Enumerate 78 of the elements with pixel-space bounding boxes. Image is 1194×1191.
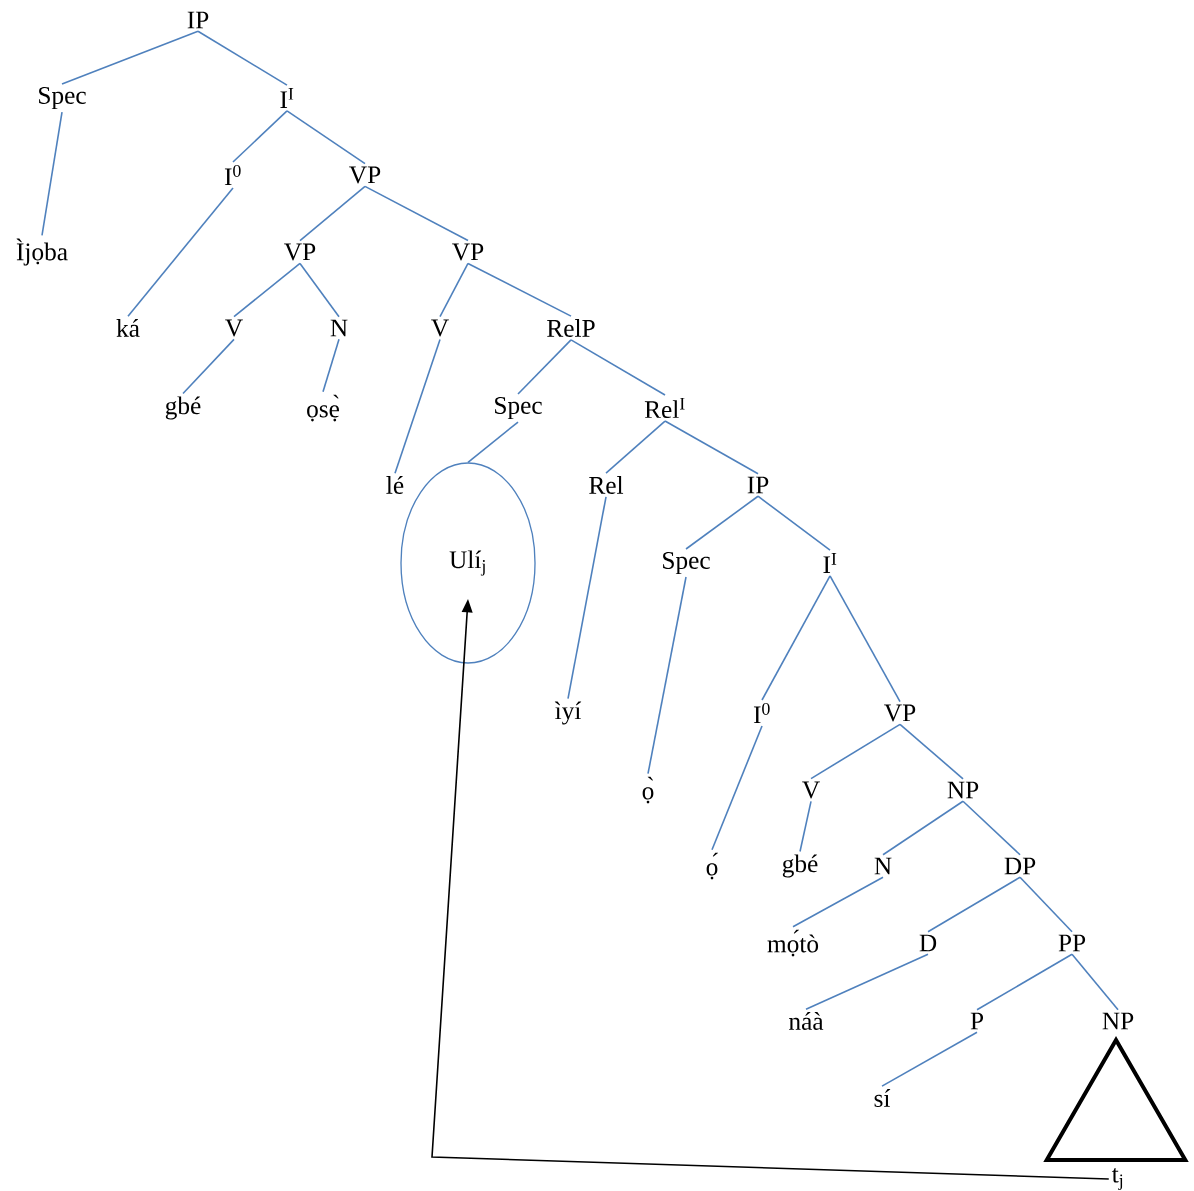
branch-line <box>899 723 964 780</box>
tree-label: sí <box>874 1089 891 1107</box>
tree-label: ọ́ <box>706 852 718 880</box>
tree-label: IP <box>187 11 209 29</box>
branch-line <box>881 1031 978 1087</box>
tree-label: I$^{I}$ <box>280 88 294 108</box>
branch-line <box>805 953 929 1010</box>
branch-line <box>567 496 607 700</box>
tree-label: NP <box>947 781 979 799</box>
tree-label: Spec <box>495 396 542 420</box>
branch-line <box>299 185 366 242</box>
tree-label: P <box>970 1012 984 1030</box>
tree-label: VP <box>284 243 316 261</box>
tree-label: ìyí <box>554 701 582 725</box>
branch-line <box>976 953 1073 1011</box>
branch-line <box>233 262 301 318</box>
tree-label: N <box>874 857 892 875</box>
branch-line <box>829 575 901 703</box>
tree-label: Spec <box>39 86 86 110</box>
branch-line <box>761 575 831 701</box>
tree-label: V <box>431 319 449 337</box>
tree-label: ká <box>116 319 140 337</box>
branch-line <box>322 338 340 393</box>
branch-line <box>439 262 469 318</box>
branch-line <box>882 800 964 856</box>
branch-line <box>1019 876 1073 933</box>
branch-line <box>394 338 441 474</box>
tree-label: I$^{I}$ <box>823 553 837 573</box>
branch-line <box>467 421 519 464</box>
branch-line <box>685 495 759 550</box>
branch-line <box>927 876 1021 933</box>
tree-label: ọ̀ <box>642 776 654 804</box>
tree-label: RelP <box>547 319 595 337</box>
branch-line <box>299 262 340 318</box>
branch-line <box>232 110 288 163</box>
branch-line <box>197 30 288 86</box>
branch-line <box>182 338 235 395</box>
branch-line <box>41 111 63 237</box>
tree-label: t$_{j}$ <box>1111 1168 1123 1190</box>
tree-label: V <box>225 319 243 337</box>
tree-label: I$^{0}$ <box>224 164 241 186</box>
tree-label: VP <box>452 243 484 261</box>
tree-label: Rel <box>589 476 624 494</box>
tree-label: ọsẹ̀ <box>307 394 339 422</box>
branch-line <box>810 723 901 780</box>
branch-line <box>792 876 884 928</box>
tree-label: gbé <box>782 854 818 878</box>
branch-line <box>711 725 763 851</box>
branch-line <box>570 339 666 396</box>
branch-line <box>962 800 1021 856</box>
tree-label: VP <box>884 704 916 722</box>
tree-label: D <box>919 934 937 952</box>
branch-line <box>517 339 572 395</box>
tree-label: Rel$^{I}$ <box>644 397 685 419</box>
tree-label: V <box>802 781 820 799</box>
tree-label: I$^{0}$ <box>753 702 770 724</box>
branch-line <box>605 420 666 474</box>
tree-label: IP <box>747 476 769 494</box>
branch-line <box>1071 953 1119 1011</box>
tree-label: gbé <box>165 396 201 420</box>
tree-label: NP <box>1102 1012 1134 1030</box>
tree-label: Spec <box>663 551 710 575</box>
tree-label: VP <box>349 166 381 184</box>
tree-label: DP <box>1004 857 1036 875</box>
tree-label: mọ́tò <box>767 929 819 957</box>
branch-line <box>286 110 366 165</box>
tree-label: Ìjọba <box>16 238 68 266</box>
branch-line <box>127 187 234 317</box>
tree-label: N <box>330 319 348 337</box>
branch-line <box>799 800 812 853</box>
tree-label: PP <box>1058 934 1086 952</box>
branch-line <box>647 576 687 775</box>
tree-label: náà <box>789 1012 824 1030</box>
branch-line <box>467 262 572 317</box>
branch-line <box>664 420 759 475</box>
branch-line <box>364 185 469 242</box>
branch-line <box>61 30 199 85</box>
branch-line <box>757 495 831 551</box>
